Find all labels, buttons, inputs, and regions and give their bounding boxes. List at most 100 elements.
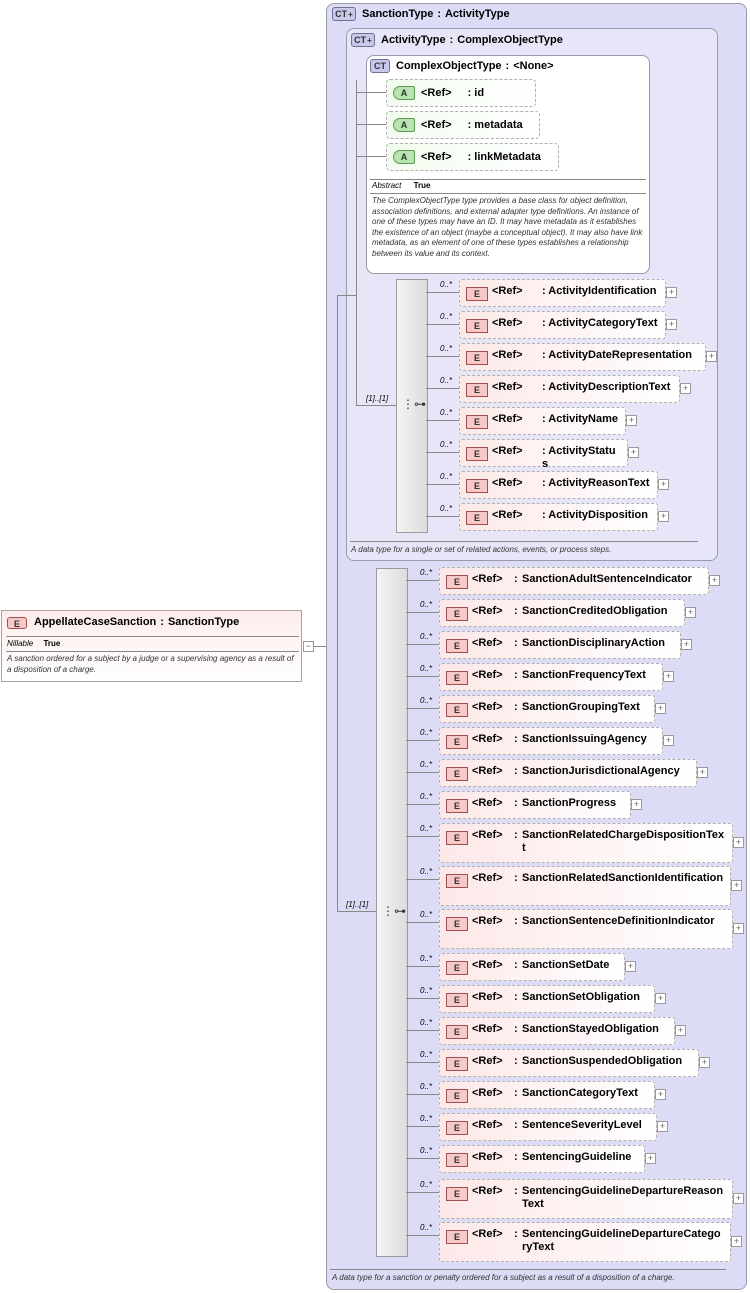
element-connector bbox=[406, 740, 439, 741]
element-box[interactable]: E<Ref>SanctionRelatedSanctionIdentificat… bbox=[439, 866, 731, 906]
expand-toggle[interactable]: + bbox=[697, 767, 708, 778]
abstract-value: True bbox=[413, 181, 431, 190]
element-box[interactable]: E<Ref>: ActivityReasonText bbox=[459, 471, 658, 499]
expand-toggle[interactable]: + bbox=[699, 1057, 710, 1068]
expand-toggle[interactable]: + bbox=[680, 383, 691, 394]
attribute-name: : metadata bbox=[467, 119, 523, 131]
element-box[interactable]: E<Ref>SanctionRelatedChargeDispositionTe… bbox=[439, 823, 733, 863]
element-box[interactable]: E<Ref>: ActivityDateRepresentation bbox=[459, 343, 706, 371]
element-box[interactable]: E<Ref>SanctionSetObligation: bbox=[439, 985, 655, 1013]
element-box[interactable]: E<Ref>SanctionCategoryText: bbox=[439, 1081, 655, 1109]
sanction-type-name: SanctionType bbox=[362, 8, 434, 20]
element-box[interactable]: E<Ref>SentenceSeverityLevel: bbox=[439, 1113, 657, 1141]
expand-toggle[interactable]: + bbox=[681, 639, 692, 650]
sanction-sequence-compositor[interactable] bbox=[376, 568, 408, 1257]
expand-toggle[interactable]: + bbox=[675, 1025, 686, 1036]
element-multiplicity: 0..* bbox=[420, 1050, 433, 1059]
expand-toggle[interactable]: + bbox=[658, 479, 669, 490]
expand-toggle[interactable]: + bbox=[733, 923, 744, 934]
element-connector bbox=[406, 1094, 439, 1095]
element-box[interactable]: E<Ref>: ActivityCategoryText bbox=[459, 311, 666, 339]
abstract-label: Abstract bbox=[372, 181, 402, 190]
activity-sequence-compositor[interactable] bbox=[396, 279, 428, 533]
element-icon: E bbox=[466, 447, 488, 461]
element-box[interactable]: E<Ref>SentencingGuideline: bbox=[439, 1145, 645, 1173]
element-ref: <Ref> bbox=[472, 637, 503, 649]
element-name: SanctionCategoryText bbox=[522, 1087, 638, 1099]
element-box[interactable]: E<Ref>: ActivityStatus bbox=[459, 439, 628, 470]
expand-toggle[interactable]: + bbox=[709, 575, 720, 586]
expand-toggle[interactable]: + bbox=[625, 961, 636, 972]
element-box[interactable]: E<Ref>: ActivityIdentification bbox=[459, 279, 666, 307]
expand-toggle[interactable]: + bbox=[733, 837, 744, 848]
expand-toggle[interactable]: + bbox=[663, 735, 674, 746]
element-box[interactable]: E<Ref>: ActivityName bbox=[459, 407, 626, 435]
element-icon: E bbox=[446, 607, 468, 621]
attribute-box[interactable]: A<Ref>: metadata bbox=[386, 111, 540, 139]
expand-toggle[interactable]: + bbox=[666, 287, 677, 298]
expand-toggle[interactable]: + bbox=[706, 351, 717, 362]
element-name: SanctionIssuingAgency bbox=[522, 733, 647, 745]
element-icon: E bbox=[446, 993, 468, 1007]
element-box[interactable]: E<Ref>SanctionJurisdictionalAgency: bbox=[439, 759, 697, 787]
expand-toggle[interactable]: + bbox=[626, 415, 637, 426]
element-box[interactable]: E<Ref>SanctionIssuingAgency: bbox=[439, 727, 663, 755]
complex-object-type-base: <None> bbox=[513, 60, 554, 72]
expand-toggle[interactable]: + bbox=[655, 703, 666, 714]
expand-toggle[interactable]: + bbox=[733, 1193, 744, 1204]
expand-toggle[interactable]: + bbox=[731, 1236, 742, 1247]
expand-toggle[interactable]: + bbox=[685, 607, 696, 618]
element-box[interactable]: E<Ref>SanctionStayedObligation: bbox=[439, 1017, 675, 1045]
attribute-box[interactable]: A<Ref>: id bbox=[386, 79, 536, 107]
element-box[interactable]: E<Ref>SanctionProgress: bbox=[439, 791, 631, 819]
expand-toggle[interactable]: + bbox=[657, 1121, 668, 1132]
element-connector bbox=[426, 388, 459, 389]
element-icon: E bbox=[466, 383, 488, 397]
sequence-icon: ⋮⊶ bbox=[402, 397, 426, 411]
element-box[interactable]: E<Ref>: ActivityDescriptionText bbox=[459, 375, 680, 403]
root-element-box[interactable]: E AppellateCaseSanction:SanctionType Nil… bbox=[1, 610, 302, 682]
element-box[interactable]: E<Ref>SentencingGuidelineDepartureReason… bbox=[439, 1179, 733, 1219]
element-box[interactable]: E<Ref>SanctionSuspendedObligation: bbox=[439, 1049, 699, 1077]
separator: : bbox=[514, 701, 518, 713]
element-box[interactable]: E<Ref>SanctionGroupingText: bbox=[439, 695, 655, 723]
element-ref: <Ref> bbox=[472, 959, 503, 971]
element-box[interactable]: E<Ref>SanctionSetDate: bbox=[439, 953, 625, 981]
element-icon: E bbox=[446, 1025, 468, 1039]
element-box[interactable]: E<Ref>SanctionCreditedObligation: bbox=[439, 599, 685, 627]
element-icon: E bbox=[446, 1187, 468, 1201]
element-connector bbox=[426, 484, 459, 485]
expand-toggle[interactable]: + bbox=[655, 1089, 666, 1100]
element-icon: E bbox=[466, 287, 488, 301]
expand-toggle[interactable]: + bbox=[731, 880, 742, 891]
element-ref: <Ref> bbox=[472, 1185, 503, 1197]
expand-toggle[interactable]: + bbox=[645, 1153, 656, 1164]
element-multiplicity: 0..* bbox=[420, 760, 433, 769]
element-name: SanctionAdultSentenceIndicator bbox=[522, 573, 692, 585]
element-icon: E bbox=[446, 1153, 468, 1167]
element-box[interactable]: E<Ref>SentencingGuidelineDepartureCatego… bbox=[439, 1222, 731, 1262]
expand-toggle[interactable]: + bbox=[666, 319, 677, 330]
element-connector bbox=[406, 708, 439, 709]
element-box[interactable]: E<Ref>: ActivityDisposition bbox=[459, 503, 658, 531]
element-box[interactable]: E<Ref>SanctionFrequencyText: bbox=[439, 663, 663, 691]
expand-toggle[interactable]: + bbox=[663, 671, 674, 682]
element-box[interactable]: E<Ref>SanctionAdultSentenceIndicator: bbox=[439, 567, 709, 595]
separator: : bbox=[514, 733, 518, 745]
expand-toggle[interactable]: + bbox=[631, 799, 642, 810]
attribute-ref: <Ref> bbox=[421, 119, 452, 131]
element-multiplicity: 0..* bbox=[440, 408, 453, 417]
element-box[interactable]: E<Ref>SanctionSentenceDefinitionIndicato… bbox=[439, 909, 733, 949]
expand-toggle[interactable]: + bbox=[658, 511, 669, 522]
element-connector bbox=[406, 1062, 439, 1063]
element-box[interactable]: E<Ref>SanctionDisciplinaryAction: bbox=[439, 631, 681, 659]
separator: : bbox=[514, 959, 518, 971]
element-multiplicity: 0..* bbox=[440, 472, 453, 481]
element-name: SanctionFrequencyText bbox=[522, 669, 646, 681]
expand-toggle[interactable]: + bbox=[628, 447, 639, 458]
attribute-box[interactable]: A<Ref>: linkMetadata bbox=[386, 143, 559, 171]
element-icon: E bbox=[446, 799, 468, 813]
activity-sequence-multiplicity: [1]..[1] bbox=[366, 394, 389, 403]
element-connector bbox=[426, 324, 459, 325]
expand-toggle[interactable]: + bbox=[655, 993, 666, 1004]
